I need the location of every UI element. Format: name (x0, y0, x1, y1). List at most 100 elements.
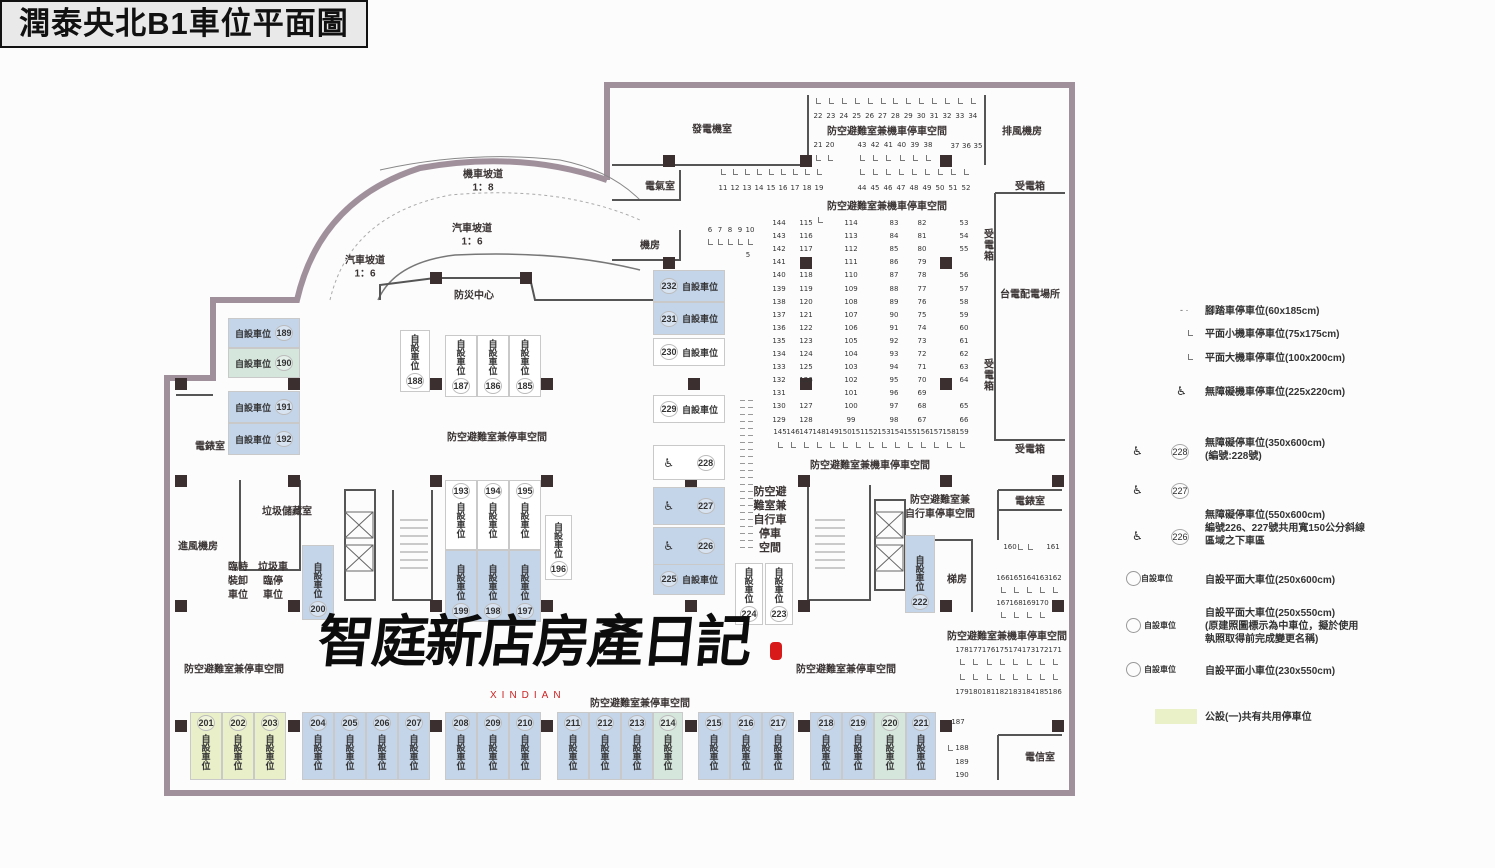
moto-stall-number: 134 (772, 350, 786, 358)
column-pillar (541, 600, 553, 612)
room-telecom: 電信室 (1025, 752, 1055, 764)
moto-stall-number: 169 (1022, 599, 1036, 607)
moto-stall-number: 66 (959, 415, 969, 424)
stall-label: 自設車位 (519, 339, 530, 375)
moto-stall-number: 23 (826, 112, 836, 120)
stall-number: 216 (737, 715, 755, 731)
stall-label: 自設車位 (772, 734, 783, 770)
moto-stall-number: 101 (844, 389, 858, 398)
stall-label: 自設車位 (487, 339, 498, 375)
stall-label: 自設車位 (681, 281, 718, 292)
moto-stall-icon (1001, 612, 1006, 618)
parking-stall-228[interactable]: ♿228 (653, 445, 725, 480)
moto-stall-number: 132 (772, 376, 786, 385)
moto-stall-icon (869, 442, 874, 448)
stall-number: 220 (881, 715, 899, 731)
column-pillar (288, 720, 300, 732)
moto-stall-icon (893, 98, 899, 104)
stall-label: 自設車位 (681, 347, 718, 358)
moto-stall-icon (1027, 587, 1032, 593)
moto-stall-number: 140 (772, 271, 786, 280)
bicycle-stall-icon (748, 407, 753, 408)
parking-stall-226[interactable]: ♿226 (653, 527, 725, 565)
moto-stall-icon (718, 239, 723, 245)
stall-label: 自設車位 (662, 734, 673, 770)
stall-label: 自設車位 (234, 328, 271, 339)
moto-stall-number: 8 (727, 226, 733, 234)
room-intake: 進風機房 (178, 541, 218, 553)
moto-stall-icon (748, 239, 753, 245)
room-shelter-parking: 防空避難室兼停車空間 (184, 664, 284, 676)
column-pillar (940, 378, 952, 390)
moto-stall-number: 117 (799, 245, 813, 254)
column-pillar (430, 272, 442, 284)
moto-stall-icon (899, 169, 904, 175)
bicycle-stall-icon (748, 470, 753, 471)
stall-label: 自設車位 (519, 502, 530, 538)
parking-stall-227[interactable]: ♿227 (653, 487, 725, 525)
moto-stall-number: 95 (889, 376, 899, 385)
moto-stall-number: 161 (1046, 543, 1060, 551)
moto-stall-number: 53 (959, 219, 969, 227)
garbage-truck-spot: 垃圾車 臨停 車位 (258, 562, 288, 601)
moto-stall-icon (1039, 659, 1045, 665)
legend-small-moto: 平面小機車停車位(75x175cm) (1205, 329, 1340, 340)
moto-stall-icon (816, 98, 821, 104)
moto-stall-icon (957, 98, 963, 104)
room-shelter-bike: 防空避 難室兼 自行車 停車 空間 (753, 486, 787, 554)
moto-stall-number: 129 (772, 415, 786, 424)
moto-stall-icon (843, 442, 848, 448)
column-pillar (663, 257, 675, 269)
wheelchair-icon: ♿ (1132, 444, 1143, 458)
moto-stall-number: 36 (962, 142, 971, 150)
moto-stall-number: 71 (917, 363, 927, 372)
column-pillar (288, 378, 300, 390)
stall-number: 201 (197, 715, 215, 731)
